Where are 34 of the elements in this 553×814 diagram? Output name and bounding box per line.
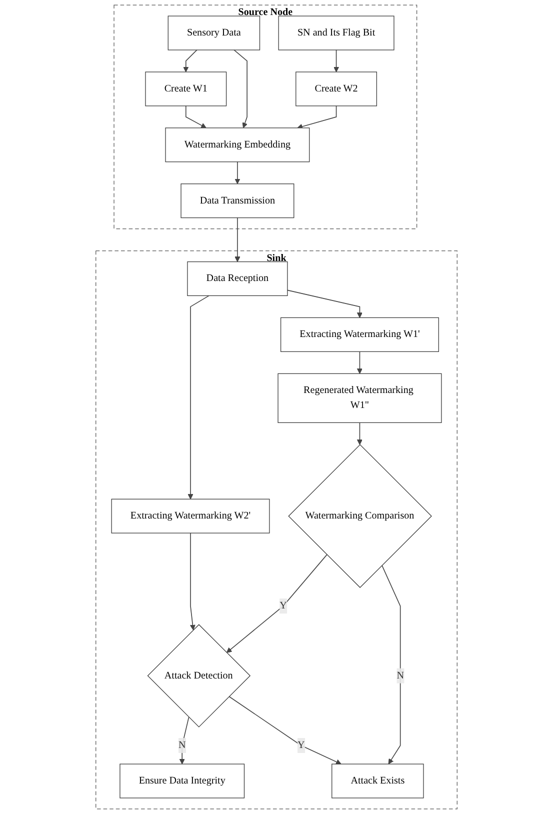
edge-label: Y xyxy=(280,600,287,612)
node-box: Extracting Watermarking W1' xyxy=(280,317,439,352)
arrow xyxy=(356,351,362,374)
node-box: Extracting Watermarking W2' xyxy=(111,498,270,534)
edge-label: N xyxy=(178,740,186,751)
arrow xyxy=(382,564,401,764)
node-diamond: Watermarking Comparison xyxy=(288,444,432,588)
node-box: Data Transmission xyxy=(180,184,294,218)
arrow xyxy=(183,50,198,72)
arrow xyxy=(287,290,362,318)
node-box: Regenerated Watermarking W1" xyxy=(278,373,442,423)
node-box: Watermarking Embedding xyxy=(165,128,310,162)
edge-label: N xyxy=(396,670,404,681)
arrow xyxy=(228,696,342,764)
arrow xyxy=(234,217,240,262)
arrow xyxy=(179,716,190,764)
node-box: Ensure Data Integrity xyxy=(120,764,245,798)
edge-label: Y xyxy=(298,740,305,751)
arrow xyxy=(356,422,362,445)
arrow xyxy=(234,161,240,184)
arrow xyxy=(226,554,328,653)
node-box: SN and Its Flag Bit xyxy=(278,16,394,50)
node-box: Sensory Data xyxy=(168,16,260,50)
arrow xyxy=(188,295,210,500)
arrow xyxy=(234,50,248,128)
arrow xyxy=(190,532,196,630)
node-box: Attack Exists xyxy=(332,764,424,798)
node-box: Data Reception xyxy=(187,261,288,296)
arrow xyxy=(297,106,337,130)
arrow xyxy=(334,50,340,72)
node-diamond: Attack Detection xyxy=(147,624,251,728)
node-box: Create W1 xyxy=(145,72,227,106)
node-box: Create W2 xyxy=(296,72,377,106)
arrow xyxy=(185,106,206,128)
